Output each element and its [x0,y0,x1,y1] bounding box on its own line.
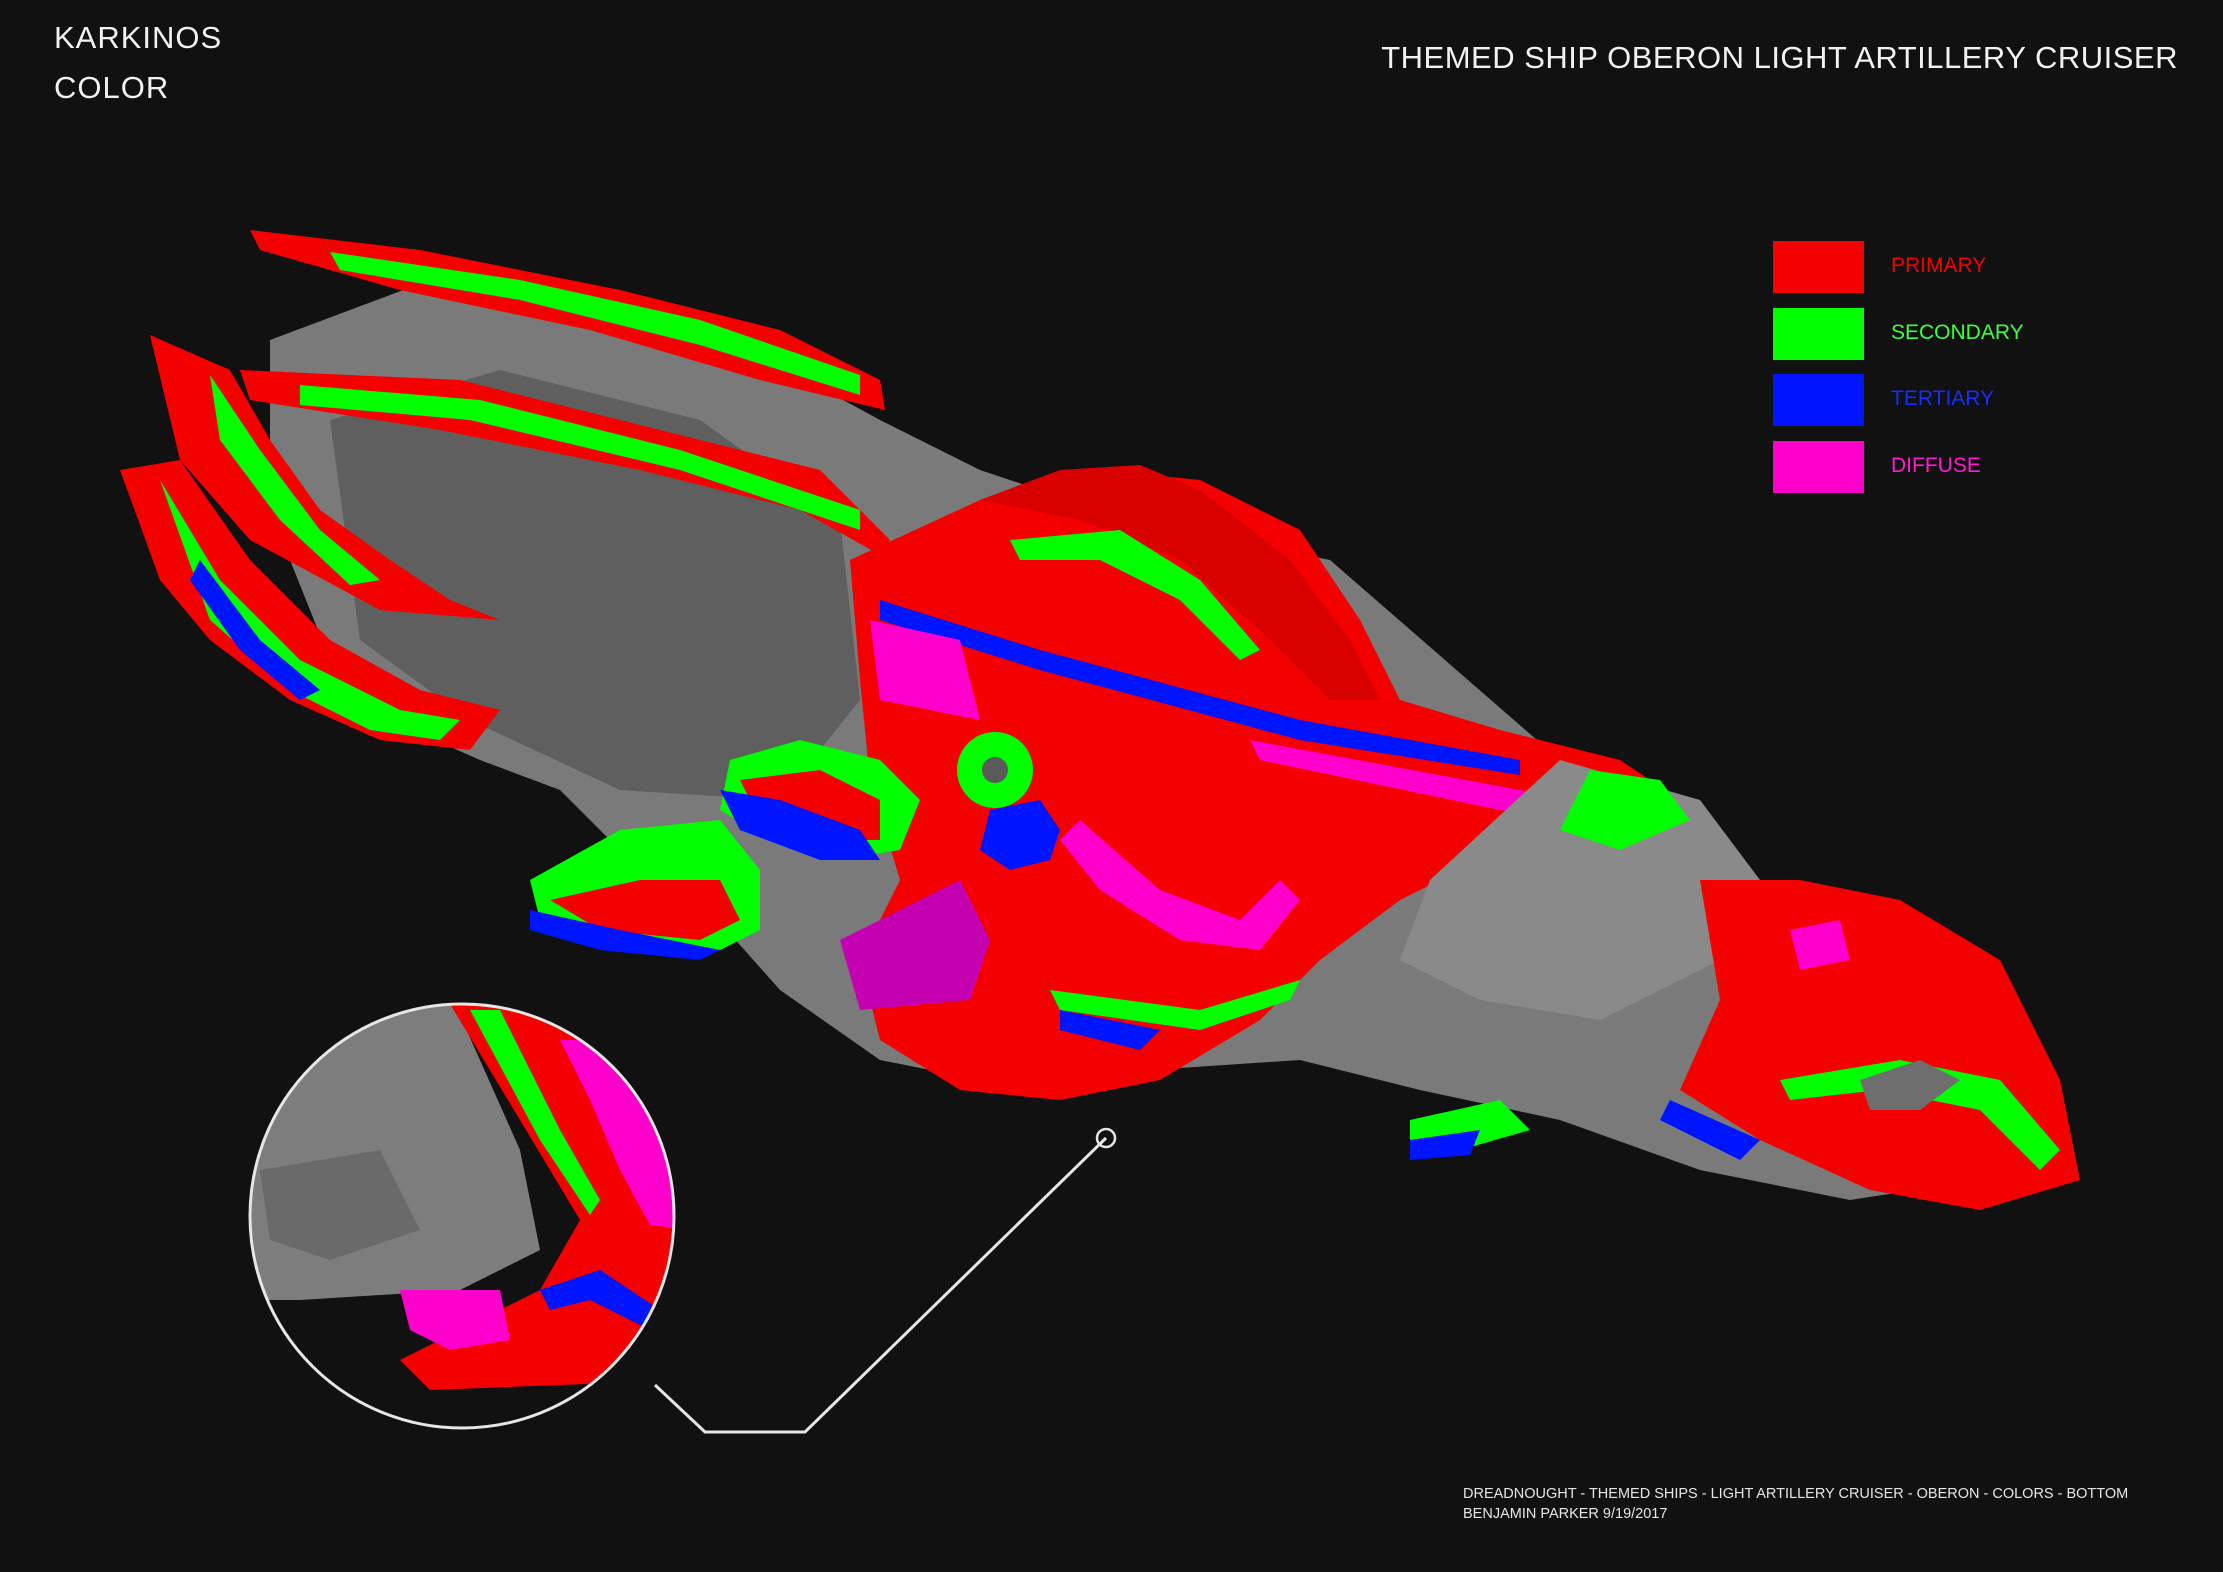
legend-item-diffuse: DIFFUSE [1773,441,2113,493]
hull-primary-upper [980,465,1380,700]
legend-item-secondary: SECONDARY [1773,308,2113,360]
hull-tertiary-band [880,600,1520,775]
engine-vent [1860,1060,1960,1110]
zoom-leader-line [653,1136,1108,1434]
fin-long [150,335,500,620]
zoom-tertiary [540,1270,660,1330]
engine-primary [1680,880,2080,1210]
zoom-target-marker [1095,1127,1117,1149]
hull-primary-main [850,470,1680,1100]
zoom-detail [250,1004,674,1428]
engine-tertiary [1660,1100,1760,1160]
hangar-diffuse [840,880,990,1010]
legend-label-tertiary: TERTIARY [1891,387,1995,410]
credits-block: DREADNOUGHT - THEMED SHIPS - LIGHT ARTIL… [1463,1484,2128,1524]
zoom-callout [248,1002,1117,1434]
legend-item-tertiary: TERTIARY [1773,374,2113,426]
legend-swatch-diffuse [1773,441,1864,493]
hull-secondary-band [1010,530,1260,660]
fin-top-stripe [330,252,860,395]
ship-model [120,230,2080,1210]
pod-upper-blue [720,790,880,860]
zoom-circle-outline [248,1002,676,1430]
legend-label-diffuse: DIFFUSE [1891,454,1981,477]
fin-mid [240,370,890,555]
zoom-gray-shadow [260,1150,420,1260]
credits-line-project: DREADNOUGHT - THEMED SHIPS - LIGHT ARTIL… [1463,1486,2129,1502]
hull-diffuse-panel [870,620,980,720]
credits-line-author: BENJAMIN PARKER 9/19/2017 [1463,1506,1668,1522]
legend-swatch-secondary [1773,308,1864,360]
zoom-diffuse-lower [400,1290,510,1350]
hull-secondary-belly [1050,980,1300,1030]
rear-secondary [1560,770,1690,850]
ship-name-label: KARKINOS [54,20,223,55]
turret-secondary-core [982,757,1008,783]
fin-lower [120,460,500,750]
legend-swatch-primary [1773,241,1864,293]
hull-diffuse-curve [1060,820,1300,950]
fin-lower-blue [190,560,320,700]
engine-diffuse [1790,920,1850,970]
pod-lower-blue [530,910,720,960]
sheet-type-label: COLOR [54,70,170,105]
legend-label-secondary: SECONDARY [1891,321,2024,344]
engine-secondary [1780,1060,2060,1170]
zoom-secondary-band [470,1010,600,1215]
turret-tertiary [980,800,1060,870]
legend-item-primary: PRIMARY [1773,241,2113,293]
legend-swatch-tertiary [1773,374,1864,426]
hull-tertiary-belly [1060,1010,1160,1050]
fin-mid-stripe [300,385,860,530]
rear-fin-blue [1410,1130,1480,1160]
legend-label-primary: PRIMARY [1891,254,1987,277]
sheet-title: THEMED SHIP OBERON LIGHT ARTILLERY CRUIS… [1381,40,2178,75]
